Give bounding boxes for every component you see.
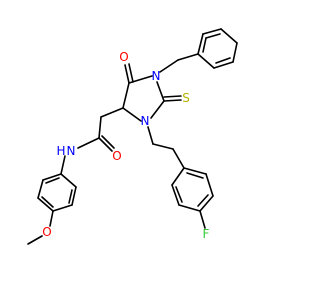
bond [37,179,44,199]
bond [152,143,174,150]
chemical-structure: O N S N N H O F O [0,0,300,300]
bond [183,167,207,175]
bond [178,204,201,212]
bond [27,235,43,245]
bond [171,184,180,206]
bond [202,28,222,35]
atom-amide-hydrogen: H [56,144,65,158]
atom-oxygen-methoxy: O [42,225,51,239]
bond [159,59,179,73]
bond [77,137,100,149]
bond [128,63,134,83]
bond [49,210,54,227]
atom-oxygen-carbonyl: O [119,50,128,64]
bond-lines [27,28,238,245]
bond [232,42,238,63]
bond [122,82,130,109]
bond [37,197,54,212]
bond [197,53,215,69]
bond [171,167,185,186]
atom-labels: O N S N N H O F O [42,50,209,241]
atom-fluorine: F [203,227,210,241]
bond [172,148,185,169]
atom-nitrogen-1: N [152,69,161,83]
bond [213,61,234,69]
bond [42,173,62,181]
atom-sulfur: S [182,91,190,105]
bond [197,33,204,55]
bond [98,116,102,139]
bond [68,189,73,204]
bond [100,107,124,118]
canvas-background [0,0,300,300]
bond [197,194,209,207]
bond [177,53,199,61]
bond [41,196,54,208]
bond [45,177,60,184]
bond [175,186,183,203]
bond [60,155,66,175]
bond [163,95,182,98]
bond [71,186,77,206]
bond [60,173,77,188]
bond [199,210,206,229]
bond [124,64,130,84]
bond [98,137,113,152]
bond [199,195,214,212]
bond [52,204,73,212]
bond [205,33,221,39]
bond [150,100,165,119]
bond [202,37,207,53]
bond [205,173,214,197]
bond [215,57,231,64]
bond [122,107,142,122]
atom-oxygen-amide: O [112,149,121,163]
atom-nitrogen-3: N [141,114,150,128]
bond [147,126,154,145]
bond [156,81,165,102]
bond [101,135,115,149]
atom-amide-nitrogen: N [67,144,76,158]
bond [163,99,182,102]
bond [220,28,238,44]
bond [186,172,204,179]
